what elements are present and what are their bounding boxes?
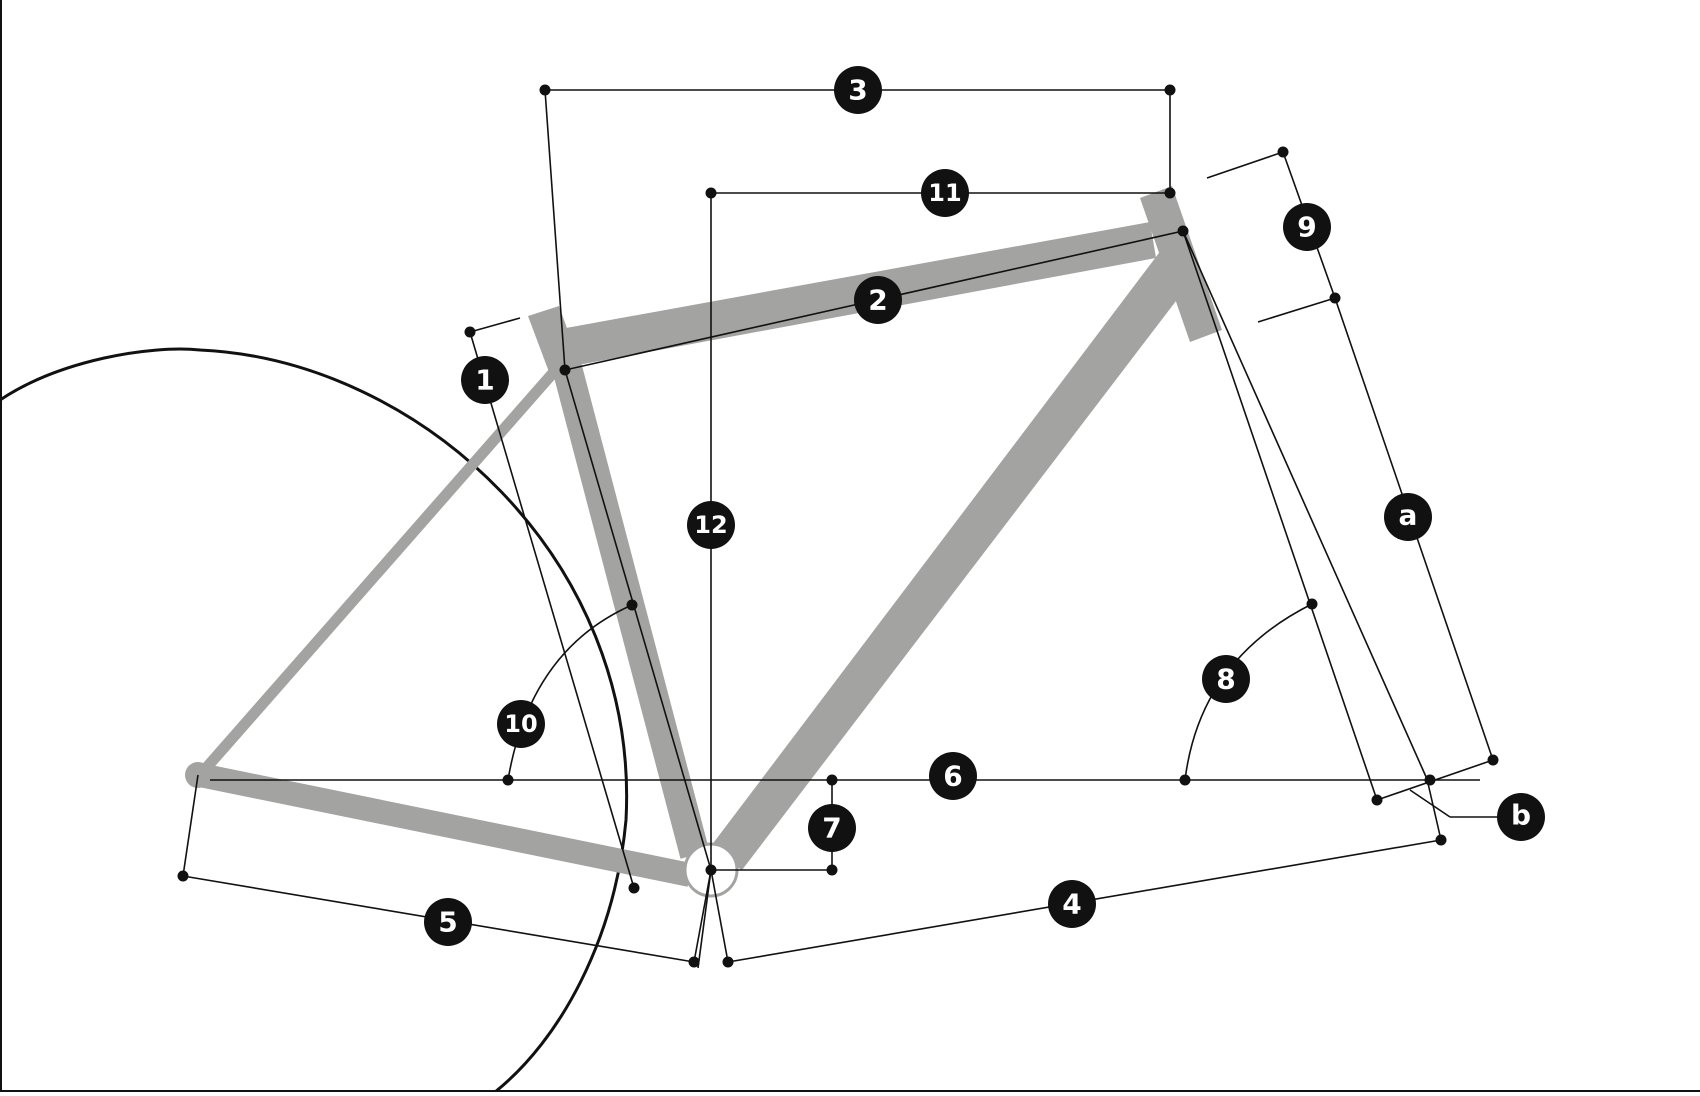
badge-11: 11 (921, 169, 969, 217)
badge-4-label: 4 (1062, 888, 1081, 921)
badge-3: 3 (834, 66, 882, 114)
dimension-dots (177, 84, 1499, 968)
badge-a: a (1384, 493, 1432, 541)
badge-12: 12 (687, 501, 735, 549)
badge-6-label: 6 (943, 760, 962, 793)
badge-11-label: 11 (928, 179, 961, 207)
badge-5-label: 5 (438, 906, 457, 939)
badge-10-label: 10 (504, 710, 537, 738)
head-tube (1140, 186, 1222, 342)
badge-8-label: 8 (1216, 663, 1235, 696)
badge-8: 8 (1202, 655, 1250, 703)
badge-3-label: 3 (848, 74, 867, 107)
badge-5: 5 (424, 898, 472, 946)
chain-stay (197, 763, 693, 887)
dimension-lines (182, 89, 1505, 969)
badge-9-label: 9 (1297, 211, 1316, 244)
badge-9: 9 (1283, 203, 1331, 251)
badge-b-label: b (1511, 799, 1531, 832)
badge-1: 1 (461, 356, 509, 404)
badge-7-label: 7 (822, 812, 841, 845)
badge-1-label: 1 (475, 364, 494, 397)
badge-7: 7 (808, 804, 856, 852)
badge-6: 6 (929, 752, 977, 800)
seat-collar (528, 306, 582, 380)
badge-10: 10 (497, 700, 545, 748)
badge-b: b (1497, 793, 1545, 841)
badge-a-label: a (1399, 499, 1418, 532)
badge-2-label: 2 (868, 284, 887, 317)
badge-12-label: 12 (694, 511, 727, 539)
badge-4: 4 (1048, 880, 1096, 928)
badge-2: 2 (854, 276, 902, 324)
down-tube (708, 245, 1192, 870)
